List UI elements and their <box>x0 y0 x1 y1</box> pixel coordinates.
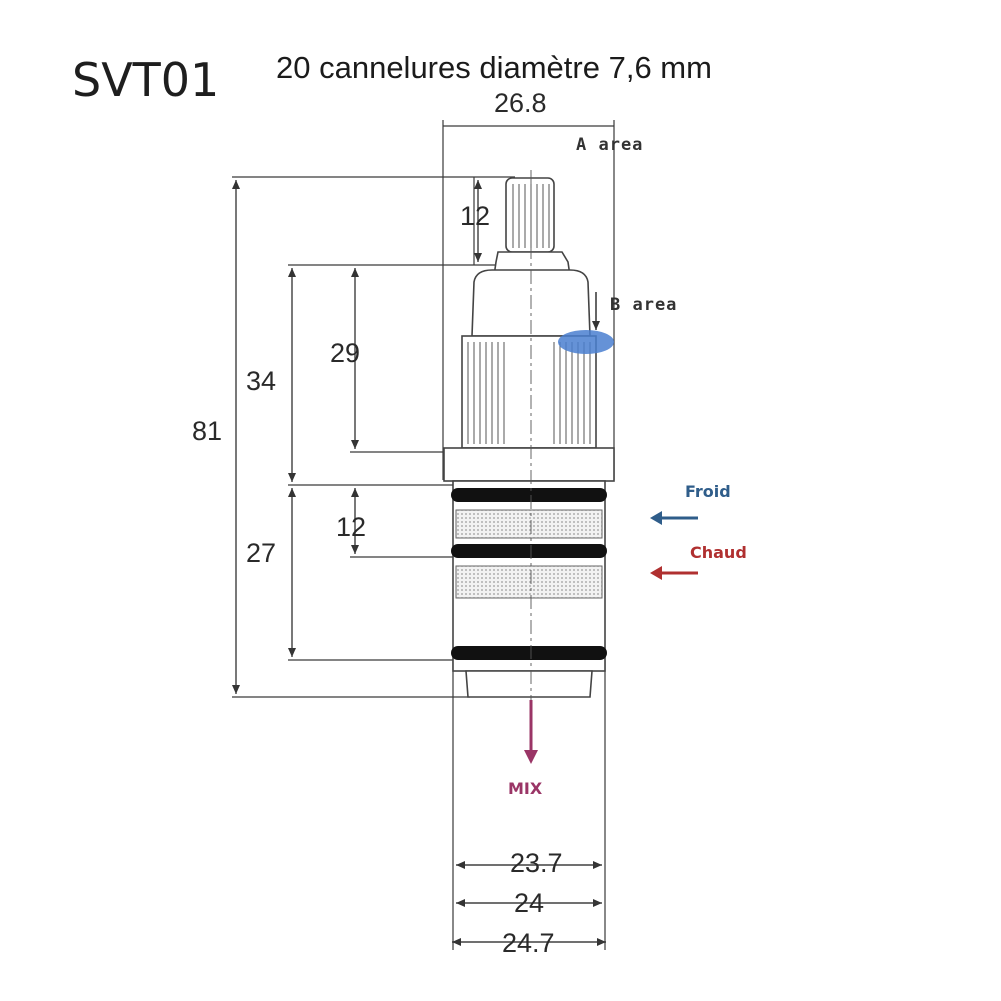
dim-upper-body: 29 <box>330 338 360 368</box>
dim-spline-height: 12 <box>460 201 490 231</box>
hot-inlet-arrow <box>650 566 698 580</box>
dim-width-3: 24.7 <box>502 928 555 958</box>
spindle-splines <box>512 184 550 248</box>
dim-width-2: 24 <box>514 888 544 918</box>
filter-screen-hot <box>455 565 603 599</box>
model-title: SVT01 <box>72 53 219 107</box>
o-ring-top <box>451 488 607 502</box>
mix-outlet-label: MIX <box>508 779 543 798</box>
cartridge-body <box>443 170 615 700</box>
dim-overall: 81 <box>192 416 222 446</box>
dim-top-width: 26.8 <box>494 88 547 118</box>
dim-lower-body: 27 <box>246 538 276 568</box>
filter-screen-cold <box>455 509 603 539</box>
dim-width-1: 23.7 <box>510 848 563 878</box>
a-area-label: A area <box>576 135 643 155</box>
dim-upper-total: 34 <box>246 366 276 396</box>
mix-outlet-arrow <box>524 700 538 764</box>
hot-inlet-label: Chaud <box>690 543 747 562</box>
dimension-lines <box>232 180 606 946</box>
o-ring-middle <box>451 544 607 558</box>
b-area-marker <box>558 330 614 354</box>
cold-inlet-arrow <box>650 511 698 525</box>
dim-seal-spacing: 12 <box>336 512 366 542</box>
subtitle: 20 cannelures diamètre 7,6 mm <box>276 50 712 85</box>
o-ring-bottom <box>451 646 607 660</box>
cold-inlet-label: Froid <box>685 482 731 501</box>
extension-lines <box>232 120 615 950</box>
housing-ribs <box>467 342 591 444</box>
b-area-label: B area <box>610 295 677 315</box>
